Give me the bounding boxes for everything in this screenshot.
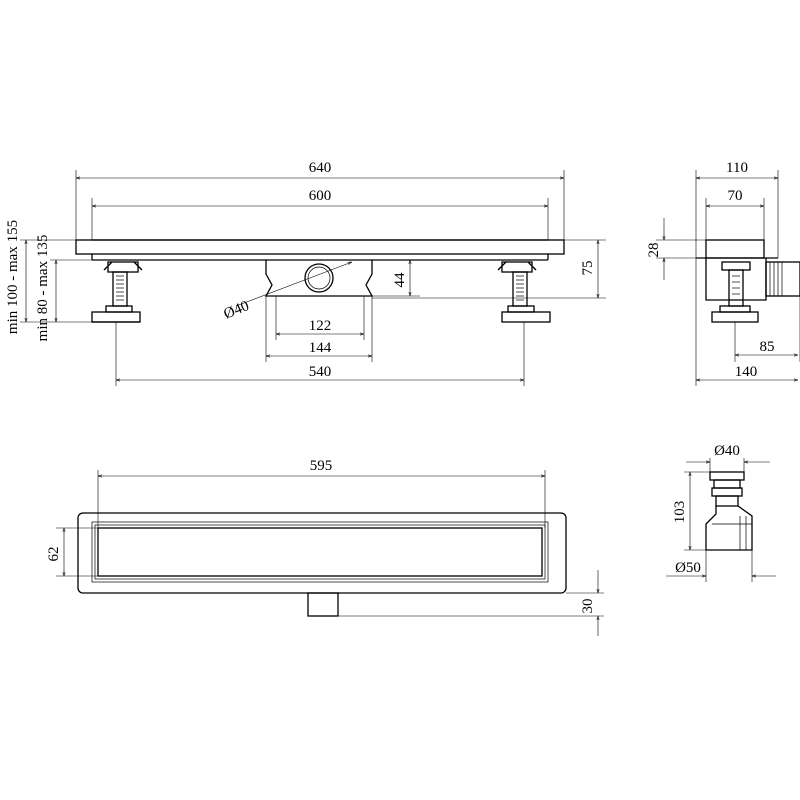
dim-103: 103 (672, 501, 688, 524)
top-view: 595 62 30 (46, 458, 604, 636)
dim-540: 540 (309, 364, 332, 380)
dim-outlet-diameter-40: Ø40 (714, 443, 740, 459)
top-outlet (307, 592, 339, 617)
dim-62: 62 (46, 547, 62, 562)
dim-70: 70 (728, 188, 743, 204)
drain-frame (75, 239, 565, 255)
dim-30: 30 (580, 599, 596, 614)
dim-44: 44 (392, 272, 408, 288)
top-frame-inner (91, 521, 549, 583)
dim-height-range-outer: min 100 - max 155 (5, 220, 21, 334)
outlet-top-ring (709, 471, 745, 481)
outlet-box (264, 260, 374, 297)
dim-600: 600 (309, 188, 332, 204)
end-view: 110 70 28 85 140 (646, 160, 800, 386)
dim-85: 85 (760, 339, 775, 355)
outlet-detail: Ø40 103 Ø50 (666, 443, 776, 582)
dim-122: 122 (309, 318, 332, 334)
dim-140: 140 (735, 364, 758, 380)
dim-110: 110 (726, 160, 748, 176)
dim-outlet-diameter-50: Ø50 (675, 560, 701, 576)
right-adjustable-foot (497, 261, 551, 323)
dim-75: 75 (580, 261, 596, 276)
end-outlet-pipe (765, 261, 800, 297)
outlet-elbow (705, 505, 753, 551)
dim-595: 595 (310, 458, 333, 474)
end-foot-base (711, 311, 759, 323)
outlet-circle (304, 263, 334, 293)
dim-144: 144 (309, 340, 332, 356)
end-channel-top (705, 239, 765, 259)
left-adjustable-foot (91, 261, 143, 323)
top-grate (97, 527, 543, 577)
dim-height-range-inner: min 80 - max 135 (35, 235, 51, 342)
dim-640: 640 (309, 160, 332, 176)
dim-28: 28 (646, 243, 662, 258)
side-view: 640 600 Ø40 44 75 122 144 540 (5, 160, 606, 386)
